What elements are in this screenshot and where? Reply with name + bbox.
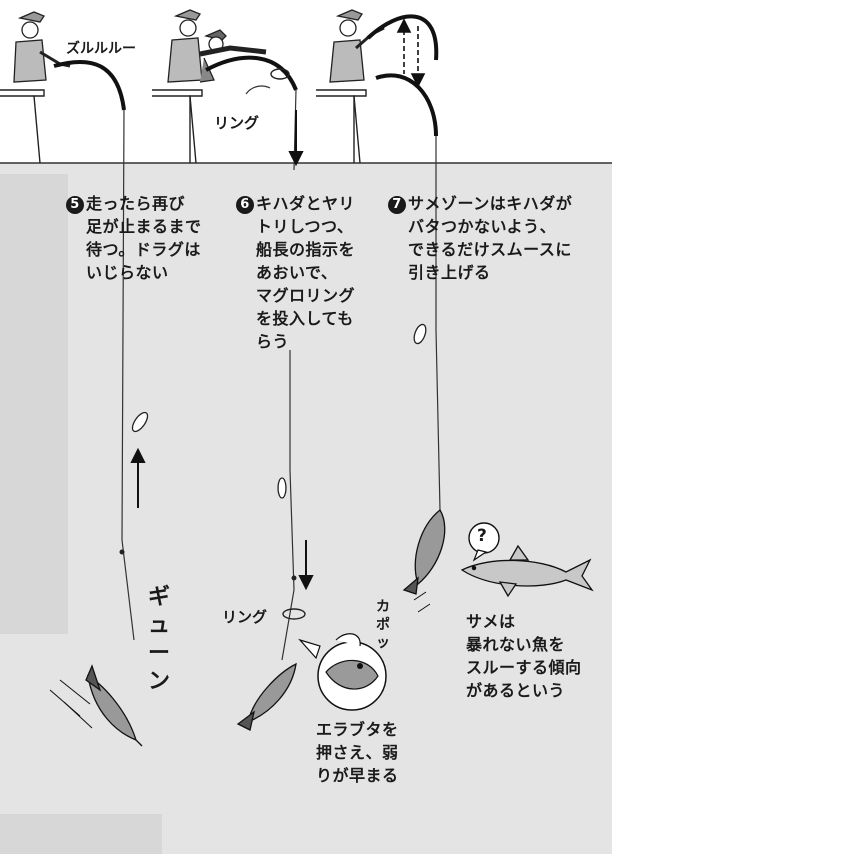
sound-zururu: ズルルルー (66, 41, 136, 57)
step-line: トリしつつ、 (256, 217, 354, 236)
step-number-badge: 7 (388, 196, 406, 214)
gill-inset (298, 633, 387, 711)
up-arrow-icon (130, 447, 146, 508)
sound-gyuun-char: ー (147, 641, 170, 666)
step-line: 待つ。ドラグは (86, 240, 201, 259)
water-panel-bottom (0, 814, 162, 854)
step-line: できるだけスムースに (408, 240, 572, 259)
sound-kapo-char: ッ (376, 635, 390, 651)
ring-bottom (282, 608, 306, 620)
step-line: を投入しても (256, 309, 354, 328)
pumping-arrows-icon (396, 18, 426, 88)
note-line: 暴れない魚を (466, 635, 566, 654)
water-area (0, 163, 612, 854)
step-number-badge: 6 (236, 196, 254, 214)
tuna-step6 (236, 662, 297, 731)
boat-3 (316, 89, 367, 164)
note-line: 押さえ、弱 (316, 743, 399, 762)
line-knot (119, 549, 125, 555)
note-line: エラブタを (316, 720, 399, 739)
rod-3-up (366, 14, 439, 61)
boat-1 (0, 89, 45, 164)
step-line: 足が止まるまで (86, 217, 202, 236)
step-line: サメゾーンはキハダが (408, 194, 573, 213)
step-line: らう (256, 332, 290, 351)
note-line: りが早まる (316, 766, 399, 785)
gill-note: エラブタを 押さえ、弱 りが早まる (316, 718, 399, 787)
sound-gyuun-char: ュ (147, 613, 170, 638)
shark-icon (460, 544, 594, 598)
note-line: サメは (466, 612, 516, 631)
sound-gyuun-char: ギ (147, 585, 170, 610)
angler-1 (13, 11, 71, 83)
ring-thrown (270, 68, 290, 80)
step-line: いじらない (86, 263, 169, 282)
step-line: あおいで、 (256, 263, 338, 282)
note-line: があるという (466, 681, 566, 700)
sound-gyuun: ギ ュ ー ン (146, 584, 172, 696)
note-line: スルーする傾向 (466, 658, 582, 677)
angler-3 (329, 9, 385, 83)
sound-kapo: カ ポ ッ (374, 598, 392, 652)
step-line: 走ったら再び (86, 194, 186, 213)
rod-3-down (375, 73, 438, 137)
question-bubble (468, 522, 500, 562)
step-line: キハダとヤリ (256, 194, 356, 213)
rod-2 (205, 55, 298, 91)
label-ring-top: リング (214, 114, 260, 132)
shark-note: サメは 暴れない魚を スルーする傾向 があるという (466, 610, 582, 702)
down-arrow-icon (288, 110, 314, 591)
step-line: バタつかないよう、 (408, 217, 557, 236)
tuna-diving (49, 664, 143, 747)
angler-2 (167, 9, 267, 83)
lure-icon (131, 323, 427, 499)
step-line: 引き上げる (408, 263, 491, 282)
question-mark: ? (477, 526, 487, 546)
step-number-badge: 5 (66, 196, 84, 214)
ring-swing-mark (245, 85, 271, 95)
boat-2 (152, 89, 203, 164)
line-knot (291, 575, 297, 581)
label-ring-bottom: リング (222, 608, 268, 626)
tuna-step7 (402, 509, 446, 613)
sound-kapo-char: ポ (376, 617, 390, 633)
water-panel-left (0, 174, 68, 634)
sound-kapo-char: カ (376, 599, 390, 615)
rod-1 (53, 59, 126, 111)
sound-gyuun-char: ン (147, 669, 170, 694)
step-line: マグロリング (256, 286, 356, 305)
step-line: 船長の指示を (256, 240, 356, 259)
